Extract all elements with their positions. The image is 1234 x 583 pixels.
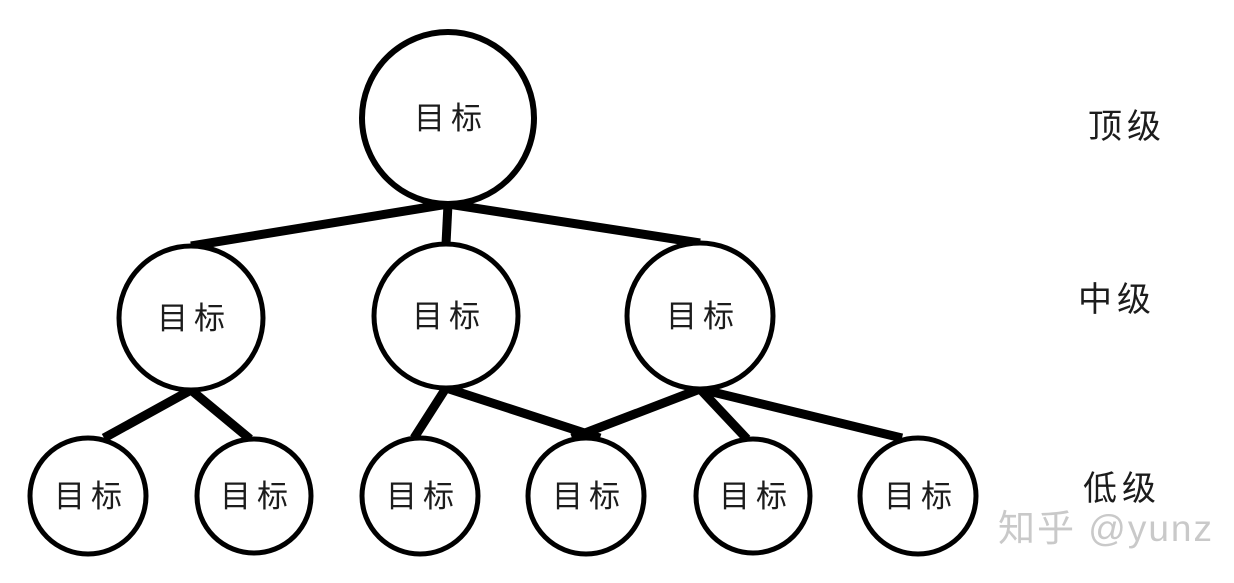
goal-node-circle-mid1 — [116, 243, 266, 393]
goal-node-circle-mid2 — [371, 241, 521, 391]
goal-node-circle-top — [359, 29, 537, 207]
goal-node-low4: 目标 — [525, 435, 647, 557]
goal-node-circle-low4 — [525, 435, 647, 557]
watermark-zhihu: 知乎 @yunz — [998, 508, 1214, 549]
goal-node-circle-mid3 — [624, 240, 776, 392]
edge-mid3-low6 — [698, 384, 904, 443]
edge-mid3-low5 — [696, 385, 751, 443]
goal-node-label-low3: 目标 — [386, 479, 460, 514]
goal-node-label-low6: 目标 — [884, 479, 958, 514]
level-label-top-level: 顶级 — [1088, 108, 1166, 146]
level-label-low-level: 低级 — [1083, 470, 1161, 508]
goal-node-mid3: 目标 — [624, 240, 776, 392]
goal-node-label-mid1: 目标 — [157, 301, 231, 336]
goal-node-label-low4: 目标 — [552, 479, 626, 514]
goal-node-low6: 目标 — [857, 435, 979, 557]
goal-node-label-mid3: 目标 — [666, 299, 740, 334]
goal-node-low1: 目标 — [27, 435, 149, 557]
goal-node-top: 目标 — [359, 29, 537, 207]
goal-node-circle-low3 — [359, 435, 481, 557]
goal-node-low3: 目标 — [359, 435, 481, 557]
goal-node-mid2: 目标 — [371, 241, 521, 391]
edge-mid1-low2 — [188, 386, 253, 443]
edge-mid2-low3 — [410, 385, 450, 441]
edge-top-mid1 — [190, 199, 449, 251]
goal-node-low2: 目标 — [194, 436, 314, 556]
edge-mid2-low4 — [444, 383, 602, 443]
edge-mid1-low1 — [101, 386, 194, 442]
edge-mid3-low4 — [570, 384, 702, 443]
goal-node-circle-low6 — [857, 435, 979, 557]
goal-node-mid1: 目标 — [116, 243, 266, 393]
goal-node-label-low2: 目标 — [220, 479, 294, 514]
goal-node-label-mid2: 目标 — [412, 299, 486, 334]
goal-node-circle-low1 — [27, 435, 149, 557]
edge-top-mid3 — [447, 199, 701, 248]
edge-top-mid2 — [441, 203, 453, 245]
goal-node-label-low1: 目标 — [54, 479, 128, 514]
level-label-middle-level: 中级 — [1078, 281, 1156, 319]
goal-node-label-low5: 目标 — [719, 479, 793, 514]
goal-node-label-top: 目标 — [414, 101, 488, 136]
goal-node-circle-low2 — [194, 436, 314, 556]
goal-node-low5: 目标 — [693, 436, 813, 556]
goal-node-circle-low5 — [693, 436, 813, 556]
